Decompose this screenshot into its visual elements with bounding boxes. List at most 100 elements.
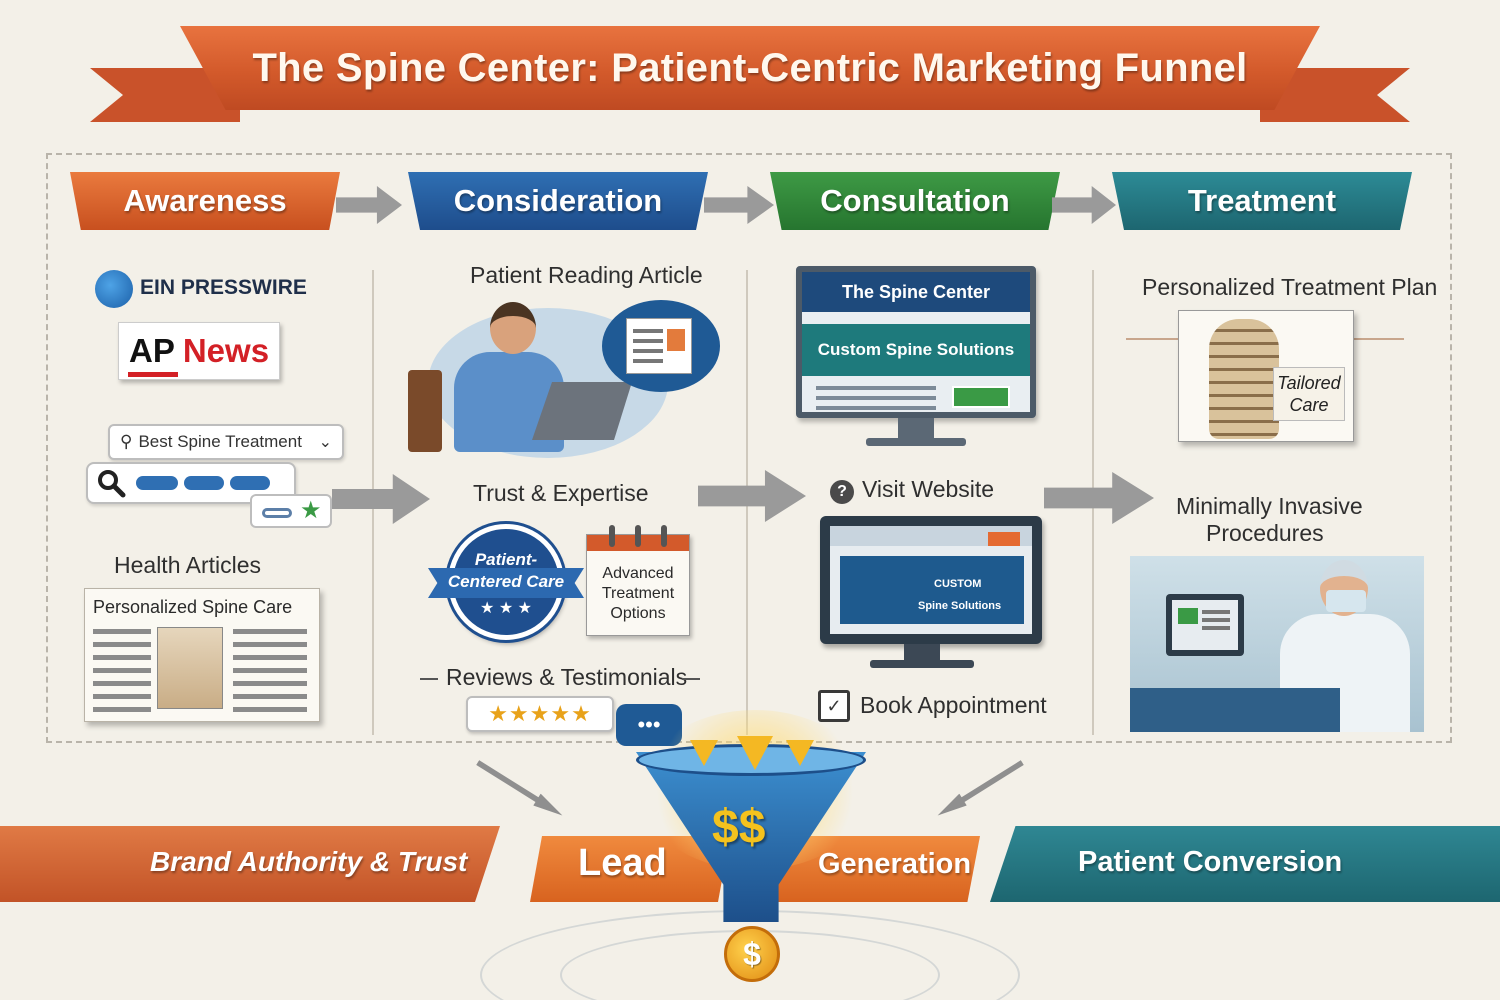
- website-title: The Spine Center: [802, 272, 1030, 312]
- ap-news-logo: AP News: [118, 322, 280, 380]
- search-query-dropdown: ⚲ Best Spine Treatment ⌄: [108, 424, 344, 460]
- treatment-plan-label: Personalized Treatment Plan: [1142, 274, 1438, 300]
- visit-website-label: Visit Website: [862, 476, 995, 502]
- screen-orange-button: [988, 532, 1020, 546]
- calendar-text-line2: Treatment: [601, 585, 675, 602]
- search-result-pill: [184, 476, 224, 490]
- search-rating-box: ★: [250, 494, 332, 528]
- operating-table: [1130, 688, 1340, 732]
- screen-solutions-text: Spine Solutions: [918, 600, 1002, 612]
- calendar-ring: [609, 525, 615, 547]
- calendar-ring: [635, 525, 641, 547]
- funnel-dollar-symbol: $$: [712, 801, 766, 854]
- stage-consultation: Consultation: [770, 172, 1060, 230]
- monitor-screen: CUSTOM Spine Solutions: [830, 526, 1032, 634]
- tailored-care-line1: Tailored: [1277, 373, 1341, 393]
- website-text-lines: [816, 386, 936, 412]
- calendar-text-line3: Options: [610, 605, 666, 622]
- calendar-ring: [661, 525, 667, 547]
- health-articles-label: Health Articles: [114, 552, 262, 578]
- chevron-down-icon: ⌄: [318, 434, 332, 451]
- website-visit-monitor: CUSTOM Spine Solutions: [820, 516, 1042, 644]
- badge-text-line2: Centered Care: [447, 572, 565, 591]
- procedures-label-line2: Procedures: [1206, 520, 1324, 546]
- calendar-text-line1: Advanced: [602, 565, 674, 582]
- newspaper-article: Personalized Spine Care: [84, 588, 320, 722]
- chair-illustration: [408, 370, 442, 452]
- article-text-lines: [93, 629, 151, 720]
- label-dash: [682, 678, 700, 680]
- review-stars: ★★★★★: [466, 696, 614, 732]
- plan-line: [1126, 338, 1178, 340]
- brand-authority-text: Brand Authority & Trust: [150, 846, 468, 877]
- search-key-icon: ⚲: [120, 432, 133, 451]
- patient-conversion-text: Patient Conversion: [1078, 846, 1343, 878]
- reviews-testimonials-label: Reviews & Testimonials: [446, 664, 688, 690]
- globe-icon: [95, 270, 133, 308]
- laptop-icon: [532, 382, 632, 440]
- article-document-icon: [626, 318, 692, 374]
- patient-centered-care-badge: Patient- Centered Care ★ ★ ★: [428, 524, 584, 640]
- screen-topbar: [830, 526, 1032, 546]
- treatment-options-calendar: Advanced Treatment Options: [586, 525, 690, 636]
- article-text-lines: [233, 629, 307, 720]
- badge-ribbon: [428, 568, 584, 598]
- website-banner: Custom Spine Solutions: [802, 324, 1030, 376]
- website-cta-button: [952, 386, 1010, 408]
- patient-reading-illustration: [408, 300, 720, 460]
- lead-text: Lead: [578, 842, 667, 884]
- monitor-stand: [898, 418, 934, 440]
- monitor-base: [866, 438, 966, 446]
- label-dash: [420, 678, 438, 680]
- star-icon: ★: [300, 497, 322, 524]
- ap-underline: [128, 372, 178, 377]
- surgeon-procedure-illustration: [1130, 556, 1424, 732]
- plan-line: [1354, 338, 1404, 340]
- page-title: The Spine Center: Patient-Centric Market…: [252, 45, 1248, 90]
- brand-authority-bar: [0, 826, 500, 902]
- stage-awareness: Awareness: [70, 172, 340, 230]
- title-banner: The Spine Center: Patient-Centric Market…: [180, 26, 1320, 110]
- calendar-check-icon: ✓: [818, 690, 850, 722]
- patient-conversion-bar: [990, 826, 1500, 902]
- link-icon: [262, 508, 292, 518]
- arrow-down-icon: [786, 740, 814, 766]
- spine-illustration: [1209, 319, 1279, 439]
- search-query-text: Best Spine Treatment: [138, 432, 302, 451]
- medical-monitor-icon: [1166, 594, 1244, 656]
- search-icon: [98, 470, 126, 498]
- surgical-mask: [1326, 590, 1366, 612]
- generation-text: Generation: [818, 848, 972, 880]
- arrow-down-icon: [690, 740, 718, 766]
- arrow-down-icon: [737, 736, 773, 770]
- article-headline: Personalized Spine Care: [93, 597, 293, 617]
- curved-arrow-icon: [934, 757, 1026, 822]
- stage-consideration: Consideration: [408, 172, 708, 230]
- badge-stars: ★ ★ ★: [480, 600, 532, 617]
- stage-treatment: Treatment: [1112, 172, 1412, 230]
- tailored-care-line2: Care: [1289, 395, 1329, 415]
- book-appointment-label: Book Appointment: [860, 692, 1047, 718]
- speech-bubble-icon: [602, 300, 720, 392]
- question-icon: ?: [830, 480, 854, 504]
- badge-text-line1: Patient-: [474, 550, 538, 569]
- ein-presswire-logo: EIN PRESSWIRE: [140, 276, 307, 299]
- spine-xray-image: [157, 627, 223, 709]
- spine-center-website-monitor: The Spine Center Custom Spine Solutions: [796, 266, 1036, 418]
- spine-anatomy-card: Tailored Care: [1178, 310, 1354, 442]
- ap-prefix: AP: [129, 332, 175, 369]
- procedures-label-line1: Minimally Invasive: [1176, 493, 1363, 519]
- screen-panel: [840, 556, 1024, 624]
- screen-custom-text: CUSTOM: [934, 578, 982, 590]
- search-result-pill: [136, 476, 178, 490]
- person-head: [490, 302, 536, 354]
- dollar-coin-icon: $: [724, 926, 780, 982]
- trust-expertise-label: Trust & Expertise: [473, 480, 649, 506]
- search-result-pill: [230, 476, 270, 490]
- monitor-stand: [904, 644, 940, 662]
- patient-reading-label: Patient Reading Article: [470, 262, 703, 288]
- tailored-care-tag: Tailored Care: [1273, 367, 1345, 421]
- monitor-base: [870, 660, 974, 668]
- curved-arrow-icon: [474, 757, 566, 822]
- ap-news-text: News: [182, 332, 270, 369]
